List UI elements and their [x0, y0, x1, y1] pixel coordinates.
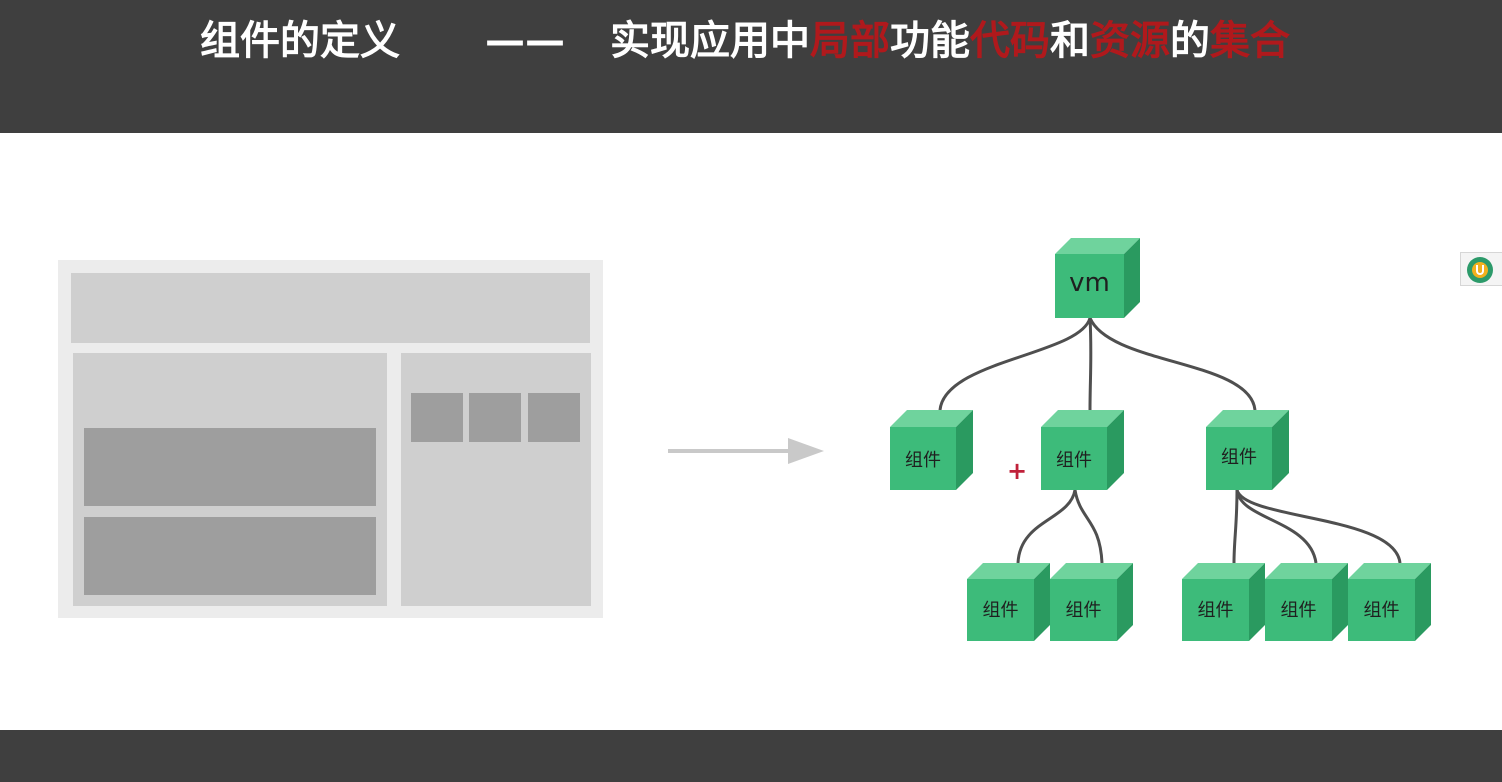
connector: [1088, 317, 1257, 411]
component-node: 组件: [1182, 563, 1265, 641]
logo-core: [1476, 265, 1484, 275]
title-dash: ——: [485, 18, 565, 64]
title-bar: 组件的定义 —— 实现应用中局部功能代码和资源的集合: [0, 0, 1502, 133]
title-part: 的: [1170, 18, 1210, 64]
app-logo-icon: [1467, 257, 1493, 283]
component-label: 组件: [1065, 600, 1102, 621]
connector: [938, 317, 1092, 411]
page-wireframe: [58, 260, 603, 618]
title-left: 组件的定义: [200, 18, 400, 64]
title-part-highlight: 资源: [1090, 18, 1170, 64]
component-label: 组件: [1363, 600, 1400, 621]
component-label: 组件: [982, 600, 1019, 621]
component-node: 组件: [1050, 563, 1133, 641]
component-node: 组件: [1206, 410, 1289, 490]
component-node: 组件: [1348, 563, 1431, 641]
connector: [1235, 489, 1402, 564]
connector: [1232, 489, 1239, 564]
component-label: 组件: [1197, 600, 1234, 621]
floating-widget[interactable]: [1460, 252, 1502, 286]
right-arrow-icon: [668, 438, 824, 464]
wireframe-thumb: [411, 393, 463, 442]
wireframe-content-block: [84, 517, 376, 595]
component-node: 组件: [1265, 563, 1348, 641]
wireframe-thumb: [528, 393, 580, 442]
title-part: 功能: [890, 18, 970, 64]
wireframe-thumb: [469, 393, 521, 442]
component-node: 组件: [967, 563, 1050, 641]
component-label: 组件: [1280, 600, 1317, 621]
wireframe-content-block: [84, 428, 376, 506]
component-label: 组件: [905, 450, 941, 471]
title-part-highlight: 代码: [970, 18, 1050, 64]
connector: [1073, 489, 1104, 564]
bottom-bar: [0, 730, 1502, 782]
title-part: 实现应用中: [610, 18, 810, 64]
component-node: 组件: [890, 410, 973, 490]
connector: [1088, 317, 1093, 411]
component-label: 组件: [1221, 447, 1257, 468]
plus-mark: +: [1006, 457, 1028, 485]
vm-label: vm: [1069, 268, 1110, 298]
connector: [1016, 489, 1077, 564]
title-part-highlight: 集合: [1210, 18, 1290, 64]
component-node: 组件: [1041, 410, 1124, 490]
title-part-highlight: 局部: [810, 18, 890, 64]
logo-inner: [1472, 262, 1488, 278]
wireframe-header: [71, 273, 590, 343]
component-label: 组件: [1056, 450, 1092, 471]
title-right: 实现应用中局部功能代码和资源的集合: [610, 15, 1290, 67]
vm-node: vm: [1055, 238, 1140, 318]
connector: [1235, 489, 1318, 564]
title-part: 和: [1050, 18, 1090, 64]
